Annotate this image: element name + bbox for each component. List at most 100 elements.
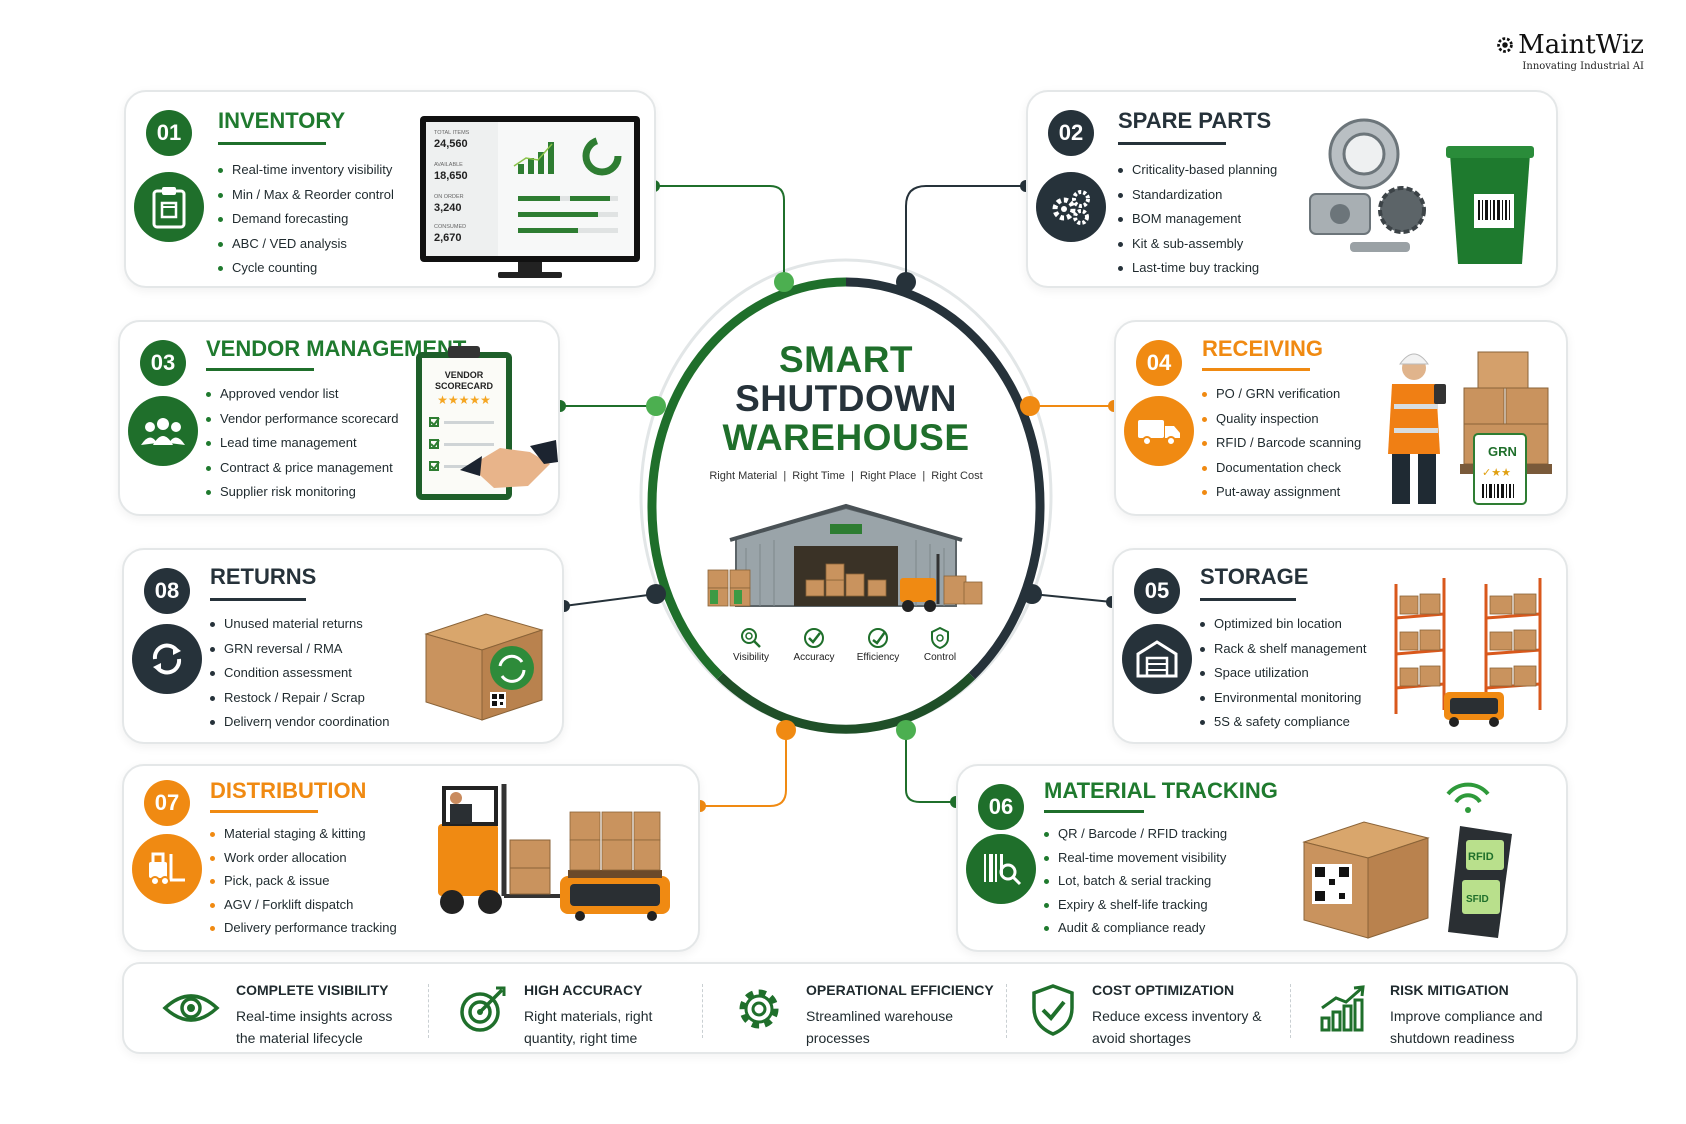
list-item: Expiry & shelf-life tracking bbox=[1044, 893, 1227, 917]
card-receiving[interactable]: 04 RECEIVING PO / GRN verification Quali… bbox=[1114, 320, 1568, 516]
list-item: Delivery performance tracking bbox=[210, 916, 397, 940]
stat-value: 18,650 bbox=[434, 170, 468, 182]
title-underline bbox=[1200, 598, 1296, 601]
card-title: DISTRIBUTION bbox=[210, 778, 367, 803]
benefit-high-accuracy: HIGH ACCURACY Right materials, right qua… bbox=[458, 964, 708, 1056]
clipboard-box-icon bbox=[134, 172, 204, 242]
ring-right-dark bbox=[845, 277, 1045, 680]
scanner-screen-text: RFID bbox=[1468, 851, 1494, 863]
distribution-list: Material staging & kitting Work order al… bbox=[210, 822, 397, 940]
benefit-text: Streamlined warehouse processes bbox=[806, 1008, 954, 1046]
returns-list: Unused material returns GRN reversal / R… bbox=[210, 612, 389, 735]
step-number: 04 bbox=[1136, 340, 1182, 386]
card-returns[interactable]: 08 RETURNS Unused material returns GRN r… bbox=[122, 548, 564, 744]
card-title: INVENTORY bbox=[218, 108, 346, 133]
list-item: Real-time inventory visibility bbox=[218, 158, 394, 183]
benefit-risk-mitigation: RISK MITIGATION Improve compliance and s… bbox=[1318, 964, 1568, 1056]
forklift-agv-illustration bbox=[438, 784, 670, 921]
list-item: Lot, batch & serial tracking bbox=[1044, 869, 1227, 893]
tracking-list: QR / Barcode / RFID tracking Real-time m… bbox=[1044, 822, 1227, 940]
card-vendor-management[interactable]: 03 VENDOR MANAGEMENT Approved vendor lis… bbox=[118, 320, 560, 516]
node-returns-ring bbox=[646, 584, 666, 604]
card-spare-parts[interactable]: 02 SPARE PARTS Criticality-based plannin… bbox=[1026, 90, 1558, 288]
card-material-tracking[interactable]: 06 MATERIAL TRACKING QR / Barcode / RFID… bbox=[956, 764, 1568, 952]
title-underline bbox=[1044, 810, 1144, 813]
list-item: Documentation check bbox=[1202, 456, 1361, 481]
list-item: Rack & shelf management bbox=[1200, 637, 1366, 662]
list-item: Real-time movement visibility bbox=[1044, 846, 1227, 870]
stat-label: TOTAL ITEMS bbox=[434, 130, 470, 136]
receiving-list: PO / GRN verification Quality inspection… bbox=[1202, 382, 1361, 505]
ring-bottom bbox=[716, 672, 976, 734]
scorecard-title-line: VENDOR bbox=[445, 370, 484, 380]
list-item: Supplier risk monitoring bbox=[206, 480, 398, 505]
list-item: Kit & sub-assembly bbox=[1118, 232, 1277, 257]
pillar-control: Control bbox=[923, 652, 957, 663]
benefits-bar: COMPLETE VISIBILITY Real-time insights a… bbox=[122, 962, 1578, 1054]
star-rating-icon: ✓★★ bbox=[1482, 467, 1511, 479]
logo-tagline: Innovating Industrial AI bbox=[1522, 61, 1644, 72]
vendor-list: Approved vendor list Vendor performance … bbox=[206, 382, 398, 505]
warehouse-building-illustration bbox=[707, 503, 983, 612]
list-item: Unused material returns bbox=[210, 612, 389, 637]
list-item: Standardization bbox=[1118, 183, 1277, 208]
list-item: Space utilization bbox=[1200, 661, 1366, 686]
node-distribution-ring bbox=[776, 720, 796, 740]
benefit-divider bbox=[1006, 984, 1007, 1038]
benefit-complete-visibility: COMPLETE VISIBILITY Real-time insights a… bbox=[162, 964, 412, 1056]
card-storage[interactable]: 05 STORAGE Optimized bin location Rack &… bbox=[1112, 548, 1568, 744]
card-title: MATERIAL TRACKING bbox=[1044, 778, 1278, 803]
benefit-text: Reduce excess inventory & avoid shortage… bbox=[1092, 1008, 1262, 1046]
center-title-line: SMART bbox=[778, 339, 914, 380]
gear-logo-icon bbox=[1497, 37, 1513, 53]
storage-list: Optimized bin location Rack & shelf mana… bbox=[1200, 612, 1366, 735]
benefit-divider bbox=[1290, 984, 1291, 1038]
forklift-icon bbox=[132, 834, 202, 904]
connector-inventory bbox=[654, 185, 785, 282]
list-item: Demand forecasting bbox=[218, 207, 394, 232]
gears-icon bbox=[1036, 172, 1106, 242]
title-underline bbox=[210, 810, 318, 813]
stat-value: 2,670 bbox=[434, 232, 462, 244]
maintwiz-logo: MaintWiz Innovating Industrial AI bbox=[1494, 30, 1644, 72]
node-tracking-ring bbox=[896, 720, 916, 740]
inventory-list: Real-time inventory visibility Min / Max… bbox=[218, 158, 394, 281]
storage-racks-illustration bbox=[1394, 578, 1542, 727]
card-distribution[interactable]: 07 DISTRIBUTION Material staging & kitti… bbox=[122, 764, 700, 952]
list-item: ABC / VED analysis bbox=[218, 232, 394, 257]
step-number: 08 bbox=[144, 568, 190, 614]
list-item: PO / GRN verification bbox=[1202, 382, 1361, 407]
dashboard-bar-chart bbox=[513, 142, 554, 174]
benefit-text: Real-time insights across the material l… bbox=[236, 1008, 393, 1046]
benefit-title: RISK MITIGATION bbox=[1390, 982, 1509, 998]
list-item: Quality inspection bbox=[1202, 407, 1361, 432]
step-number: 06 bbox=[978, 784, 1024, 830]
barcode-search-icon bbox=[966, 834, 1036, 904]
list-item: Pick, pack & issue bbox=[210, 869, 397, 893]
ring-left-green bbox=[647, 277, 847, 680]
center-title-line: WAREHOUSE bbox=[722, 417, 970, 458]
node-storage-ring bbox=[1022, 584, 1042, 604]
card-inventory[interactable]: 01 INVENTORY Real-time inventory visibil… bbox=[124, 90, 656, 288]
grn-tag: GRN bbox=[1488, 444, 1517, 459]
benefit-operational-efficiency: OPERATIONAL EFFICIENCY Streamlined wareh… bbox=[734, 964, 1004, 1056]
benefit-text: Improve compliance and shutdown readines… bbox=[1390, 1008, 1543, 1046]
scanner-screen-text: SFID bbox=[1466, 894, 1489, 905]
list-item: Contract & price management bbox=[206, 456, 398, 481]
title-underline bbox=[1202, 368, 1310, 371]
stat-label: AVAILABLE bbox=[434, 162, 463, 168]
connector-returns bbox=[563, 593, 657, 607]
return-box-illustration bbox=[424, 613, 544, 721]
card-title: RECEIVING bbox=[1202, 336, 1324, 361]
list-item: Condition assessment bbox=[210, 661, 389, 686]
gear-icon bbox=[739, 989, 779, 1029]
list-item: Work order allocation bbox=[210, 846, 397, 870]
benefit-title: OPERATIONAL EFFICIENCY bbox=[806, 982, 994, 998]
list-item: Deliverη vendor coordination bbox=[210, 710, 389, 735]
dashboard-progress-bars bbox=[518, 196, 618, 233]
list-item: Vendor performance scorecard bbox=[206, 407, 398, 432]
benefit-title: HIGH ACCURACY bbox=[524, 982, 643, 998]
receiving-worker-illustration: GRN ✓★★ bbox=[1388, 351, 1552, 505]
list-item: Criticality-based planning bbox=[1118, 158, 1277, 183]
